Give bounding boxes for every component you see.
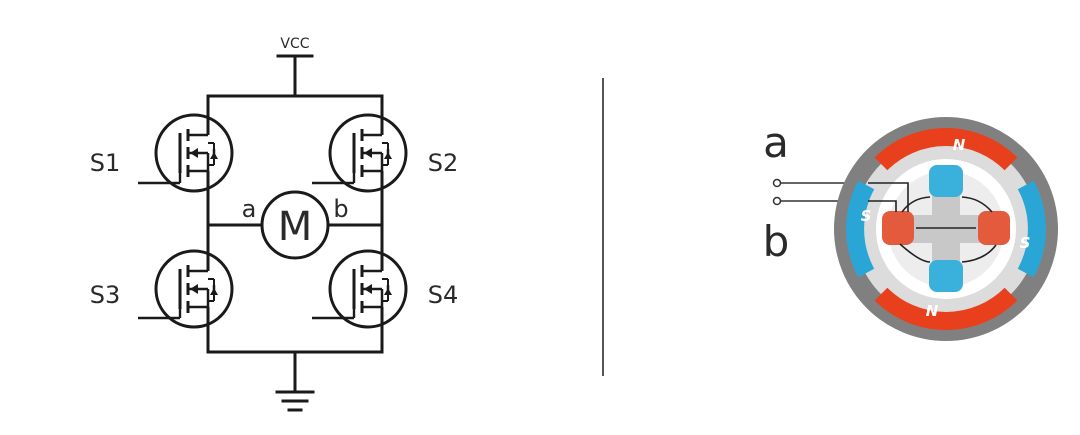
s1-label: S1 xyxy=(90,149,121,177)
stator-poles xyxy=(846,128,1046,330)
motor-m-label: M xyxy=(278,204,313,250)
motor-terminal-b-label: b xyxy=(763,217,790,266)
terminal-a-label: a xyxy=(242,195,257,223)
stepper-motor-illustration: a b N N S S xyxy=(763,117,1058,341)
windings xyxy=(868,182,997,263)
pole-label-n-bottom: N xyxy=(926,302,939,320)
switch-s3: S3 xyxy=(90,245,234,333)
ground-symbol xyxy=(275,350,315,412)
rotor-tooth-bottom xyxy=(929,260,963,292)
s3-label: S3 xyxy=(90,281,121,309)
motor-terminal-a-label: a xyxy=(763,118,789,167)
pole-label-s-right: S xyxy=(1020,234,1031,252)
rotor-arm-horizontal xyxy=(887,215,1005,243)
rotor-tooth-top xyxy=(929,165,963,197)
rotor xyxy=(882,165,1010,292)
south-pole-left xyxy=(846,180,875,278)
switch-s1: S1 xyxy=(90,109,234,197)
south-pole-right xyxy=(1017,180,1046,278)
north-pole-top xyxy=(874,128,1018,171)
rotor-tooth-left xyxy=(882,211,914,245)
s4-label: S4 xyxy=(428,281,459,309)
motor-symbol: M xyxy=(260,190,330,260)
north-pole-bottom xyxy=(874,287,1018,330)
rotor-tooth-right xyxy=(978,211,1010,245)
pole-label-s-left: S xyxy=(861,207,872,225)
switch-s2: S2 xyxy=(312,109,459,197)
s2-label: S2 xyxy=(428,149,459,177)
terminal-b-label: b xyxy=(333,195,348,223)
switch-s4: S4 xyxy=(312,245,459,333)
vcc-supply: VCC xyxy=(276,36,314,98)
pole-label-n-top: N xyxy=(953,136,966,154)
vcc-label: VCC xyxy=(280,36,309,52)
